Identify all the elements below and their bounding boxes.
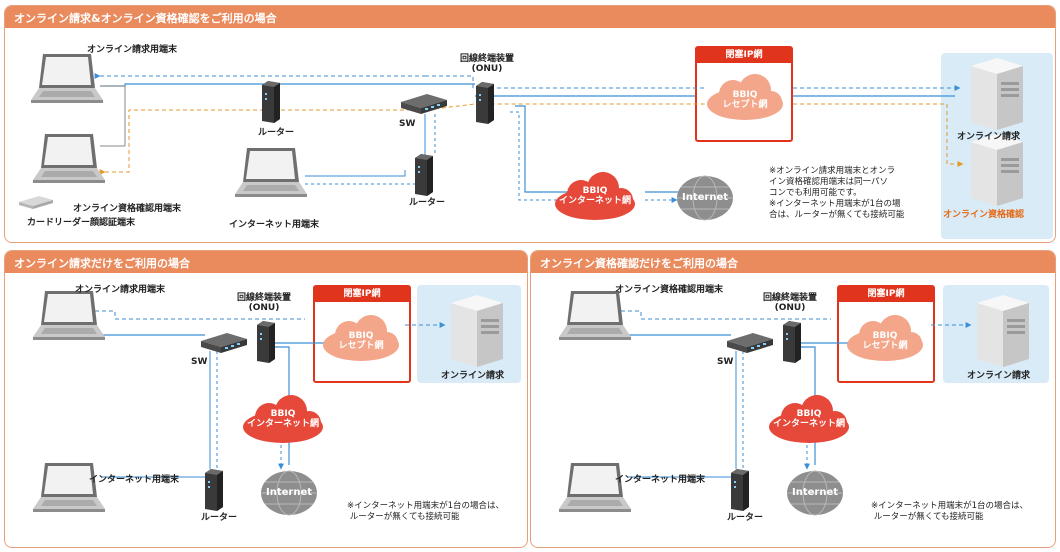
left-router-icon: [205, 469, 223, 511]
left-server-icon: [451, 295, 503, 367]
right-terminal-label: オンライン資格確認用端末: [615, 285, 724, 295]
internet-laptop-icon: [235, 148, 307, 197]
server-claim-label: オンライン請求: [957, 132, 1021, 142]
left-network-lines: [33, 291, 503, 516]
online-claim-terminal-label: オンライン請求用端末: [87, 45, 178, 55]
router2-label: ルーター: [409, 198, 446, 208]
onu-icon: [476, 82, 494, 124]
router-bottom-icon: [415, 154, 433, 196]
left-internet-laptop-icon: [33, 463, 105, 512]
right-internet-globe-icon: [787, 470, 843, 516]
left-panel: オンライン請求だけをご利用の場合 閉塞IP網: [4, 250, 528, 548]
server-qualification-label: オンライン資格確認: [943, 210, 1025, 220]
qualification-laptop-icon: [33, 134, 105, 183]
closed-ip-label: 閉塞IP網: [697, 48, 791, 63]
left-bbiq-internet-label: BBIQ インターネット網: [246, 409, 319, 430]
left-server-label: オンライン請求: [441, 371, 505, 381]
right-internet-label: Internet: [791, 487, 838, 498]
right-internet-terminal-label: インターネット用端末: [615, 475, 706, 485]
top-panel: オンライン請求&オンライン資格確認をご利用の場合 閉塞IP網: [4, 5, 1056, 243]
right-bbiq-recept-cloud: [847, 315, 923, 361]
router-label: ルーター: [258, 128, 295, 138]
left-sw-label: SW: [191, 357, 208, 367]
server-qualification-icon: [971, 134, 1023, 206]
left-switch-icon: [201, 333, 247, 353]
qualification-terminal-label: オンライン資格確認用端末: [73, 204, 182, 214]
right-bbiq-internet-label: BBIQ インターネット網: [772, 409, 845, 430]
right-server-icon: [977, 295, 1029, 367]
left-bbiq-recept-label: BBIQ レセプト網: [338, 331, 384, 352]
left-bbiq-internet-cloud: [243, 395, 323, 443]
right-onu-icon: [783, 321, 801, 363]
right-internet-laptop-icon: [559, 463, 631, 512]
left-internet-globe-icon: [261, 470, 317, 516]
left-internet-terminal-label: インターネット用端末: [89, 475, 180, 485]
right-router-icon: [731, 469, 749, 511]
left-bbiq-recept-cloud: [323, 315, 399, 361]
right-panel-title: オンライン資格確認だけをご利用の場合: [531, 251, 1055, 273]
left-note: ※インターネット用端末が1台の場合は、 ルーターが無くても接続可能: [347, 501, 505, 522]
online-claim-laptop-icon: [31, 54, 103, 103]
left-closed-ip-label: 閉塞IP網: [315, 287, 409, 302]
left-terminal-laptop-icon: [33, 291, 105, 340]
top-note: ※オンライン請求用端末とオンラ イン資格確認用端末は同一パソ コンでも利用可能で…: [769, 166, 905, 220]
right-bbiq-recept-label: BBIQ レセプト網: [862, 331, 908, 352]
internet-globe-icon: [677, 175, 733, 221]
left-router-label: ルーター: [201, 513, 238, 523]
internet-label: Internet: [681, 192, 728, 203]
right-onu-label: 回線終端装置 (ONU): [762, 293, 817, 314]
right-terminal-laptop-icon: [559, 291, 631, 340]
bbiq-internet-cloud: [555, 172, 635, 220]
left-onu-icon: [257, 321, 275, 363]
right-network-lines: [559, 291, 1029, 516]
left-onu-label: 回線終端装置 (ONU): [236, 293, 291, 314]
left-panel-title: オンライン請求だけをご利用の場合: [5, 251, 527, 273]
bbiq-recept-label: BBIQ レセプト網: [722, 90, 768, 111]
bbiq-internet-label: BBIQ インターネット網: [558, 186, 631, 207]
right-router-label: ルーター: [727, 513, 764, 523]
server-claim-icon: [971, 58, 1023, 130]
right-switch-icon: [727, 333, 773, 353]
card-reader-label: カードリーダー顔認証端末: [27, 218, 136, 228]
top-network-lines: [19, 54, 1023, 221]
sw-label: SW: [399, 119, 416, 129]
internet-terminal-label: インターネット用端末: [229, 220, 320, 230]
right-panel: オンライン資格確認だけをご利用の場合 閉塞IP網: [530, 250, 1056, 548]
router-top-icon: [262, 81, 280, 123]
bbiq-recept-cloud: [707, 74, 783, 120]
right-note: ※インターネット用端末が1台の場合は、 ルーターが無くても接続可能: [871, 501, 1029, 522]
left-internet-label: Internet: [265, 487, 312, 498]
card-reader-icon: [19, 196, 53, 209]
top-panel-title: オンライン請求&オンライン資格確認をご利用の場合: [5, 6, 1055, 28]
right-server-label: オンライン請求: [967, 371, 1031, 381]
right-bbiq-internet-cloud: [769, 395, 849, 443]
right-sw-label: SW: [717, 357, 734, 367]
left-terminal-label: オンライン請求用端末: [75, 285, 166, 295]
right-closed-ip-label: 閉塞IP網: [839, 287, 933, 302]
onu-label: 回線終端装置 (ONU): [459, 54, 514, 75]
switch-icon: [401, 94, 447, 114]
